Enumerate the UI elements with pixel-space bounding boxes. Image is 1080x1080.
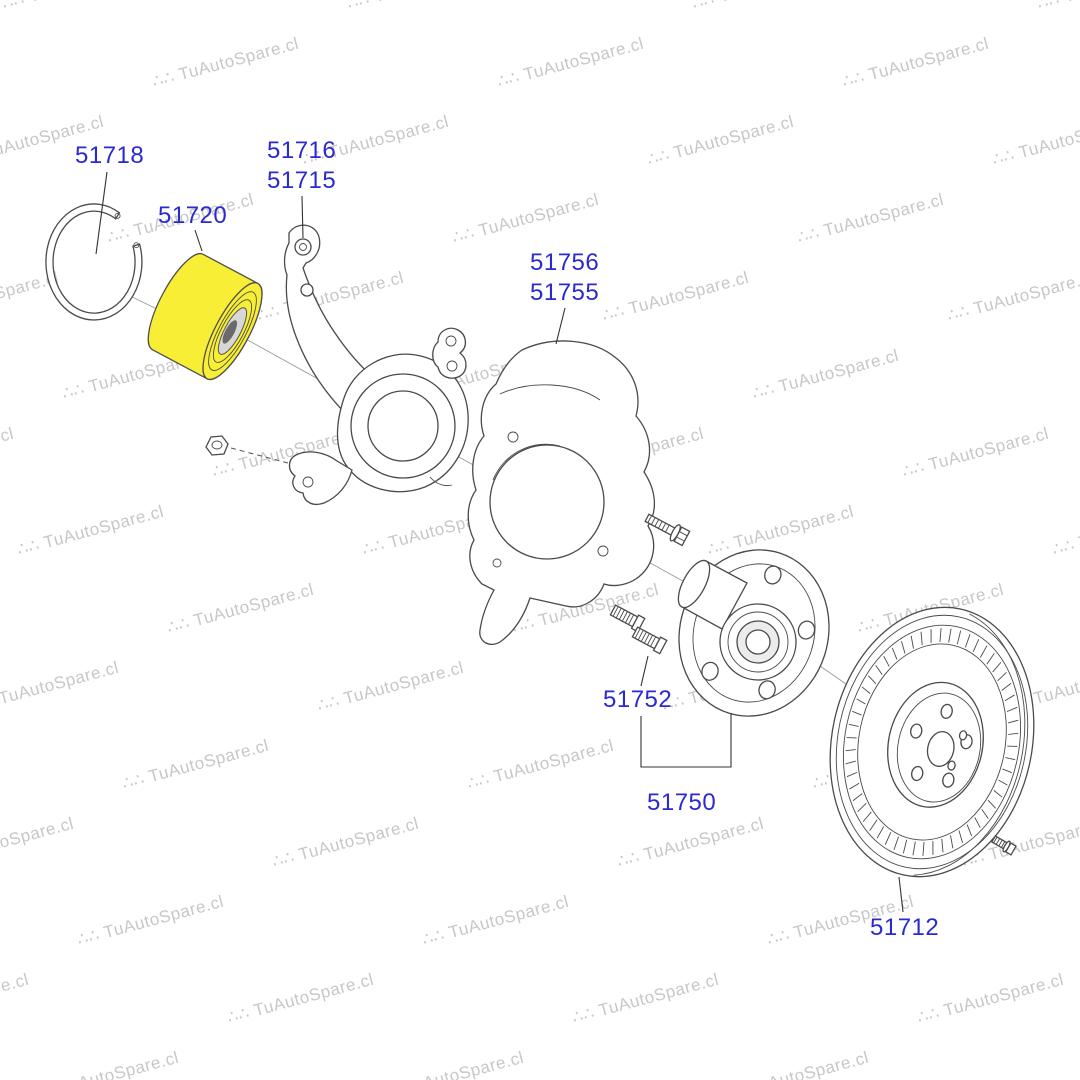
leader-lines — [95, 171, 904, 913]
part-label-knuckle-lower[interactable]: 51715 — [267, 167, 337, 194]
nut-drawing — [205, 435, 289, 464]
bearing-drawing — [147, 253, 263, 381]
part-label-disc[interactable]: 51712 — [870, 914, 940, 941]
part-label-bearing[interactable]: 51720 — [158, 202, 228, 229]
disc-vents — [845, 628, 1019, 856]
knuckle-drawing — [283, 224, 469, 506]
part-label-knuckle-upper[interactable]: 51716 — [267, 137, 337, 164]
dust-shield-drawing — [467, 340, 655, 645]
part-label-shield-upper[interactable]: 51756 — [530, 249, 600, 276]
stud-drawing — [609, 604, 668, 655]
snap-ring-drawing — [45, 203, 143, 321]
part-label-stud[interactable]: 51752 — [603, 686, 673, 713]
part-label-snap-ring[interactable]: 51718 — [75, 142, 145, 169]
disc-drawing — [829, 606, 1035, 878]
part-label-shield-lower[interactable]: 51755 — [530, 279, 600, 306]
screw-drawing — [990, 835, 1017, 856]
hub-drawing — [677, 549, 830, 717]
bolt-drawing — [644, 513, 691, 547]
part-label-hub[interactable]: 51750 — [647, 789, 717, 816]
